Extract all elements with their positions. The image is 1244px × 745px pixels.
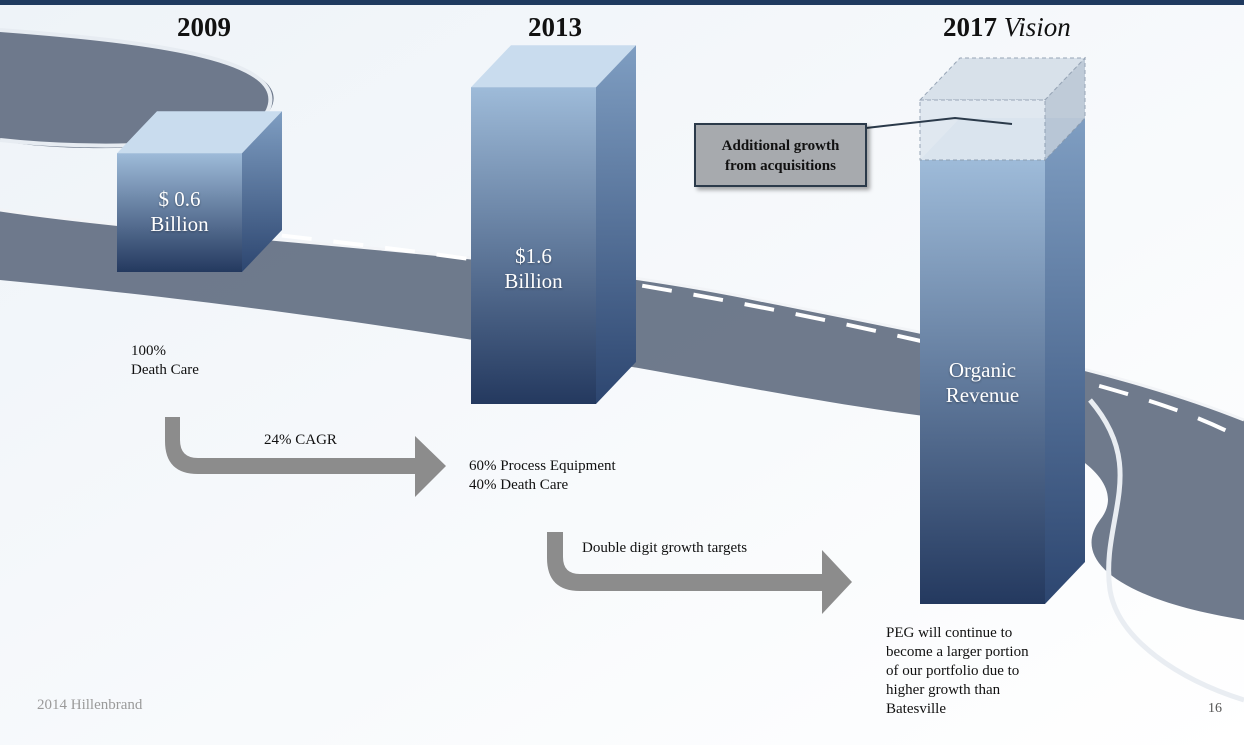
- cagr-arrow: [165, 417, 446, 497]
- callout-line2: from acquisitions: [725, 158, 836, 174]
- mix-2009-line1: 100%: [131, 343, 166, 359]
- year-label-2013: 2013: [528, 12, 582, 43]
- road-lower-curve: [1088, 398, 1244, 703]
- callout-leader-line: [865, 116, 1013, 129]
- bar-2009-label: $ 0.6 Billion: [117, 187, 242, 237]
- bar-2013-top-face: [471, 45, 636, 88]
- mix-2013-line2: 40% Death Care: [469, 477, 569, 493]
- footer-company: 2014 Hillenbrand: [37, 697, 143, 713]
- bar-2009-label-line2: Billion: [150, 212, 209, 236]
- bar-2009-top-face: [117, 111, 282, 154]
- outlook-line5: Batesville: [886, 701, 946, 717]
- year-label-2017: 2017 Vision: [943, 12, 1071, 43]
- mix-2009-note: 100% Death Care: [131, 342, 199, 380]
- bar-2013-front-face: [471, 87, 596, 404]
- acquisition-growth-cube: [918, 56, 1087, 162]
- year-label-2009: 2009: [177, 12, 231, 43]
- year-label-2013-text: 2013: [528, 12, 582, 42]
- mix-2009-line2: Death Care: [131, 362, 199, 378]
- road-center-dashes: [229, 228, 1244, 442]
- bar-2013-side-face: [596, 45, 636, 404]
- bar-2013: [471, 45, 636, 404]
- bar-2009-side-face: [242, 111, 282, 272]
- bar-2013-label: $1.6 Billion: [471, 244, 596, 294]
- bar-2017-side-face: [1045, 118, 1085, 604]
- year-label-2017-vision: Vision: [1003, 12, 1071, 42]
- outlook-2017-note: PEG will continue to become a larger por…: [886, 624, 1029, 719]
- year-label-2009-text: 2009: [177, 12, 231, 42]
- outlook-line2: become a larger portion: [886, 644, 1029, 660]
- mix-2013-line1: 60% Process Equipment: [469, 458, 616, 474]
- bar-2009-label-line1: $ 0.6: [158, 187, 201, 211]
- outlook-line4: higher growth than: [886, 682, 1001, 698]
- top-rule: [0, 0, 1244, 5]
- bar-2017-front-face: [920, 160, 1045, 604]
- bar-2017-label-line1: Organic: [948, 358, 1017, 382]
- callout-line1: Additional growth: [721, 138, 840, 154]
- bar-2013-label-line1: $1.6: [515, 244, 552, 268]
- bar-2013-label-line2: Billion: [504, 269, 563, 293]
- outlook-line3: of our portfolio due to: [886, 663, 1020, 679]
- bar-2017: [920, 118, 1085, 604]
- growth-targets-arrow-label: Double digit growth targets: [582, 540, 748, 556]
- outlook-line1: PEG will continue to: [886, 625, 1013, 641]
- year-label-2017-text: 2017: [943, 12, 997, 42]
- bar-2009: [117, 111, 282, 272]
- bar-2017-label: Organic Revenue: [920, 358, 1045, 408]
- bar-2009-front-face: [117, 153, 242, 272]
- cagr-arrow-label: 24% CAGR: [264, 432, 337, 448]
- road-upper-curve: [0, 28, 273, 148]
- mix-2013-note: 60% Process Equipment 40% Death Care: [469, 457, 616, 495]
- bar-2017-label-line2: Revenue: [945, 383, 1020, 407]
- page-number: 16: [1208, 701, 1222, 716]
- acquisitions-callout: Additional growth from acquisitions: [694, 123, 867, 187]
